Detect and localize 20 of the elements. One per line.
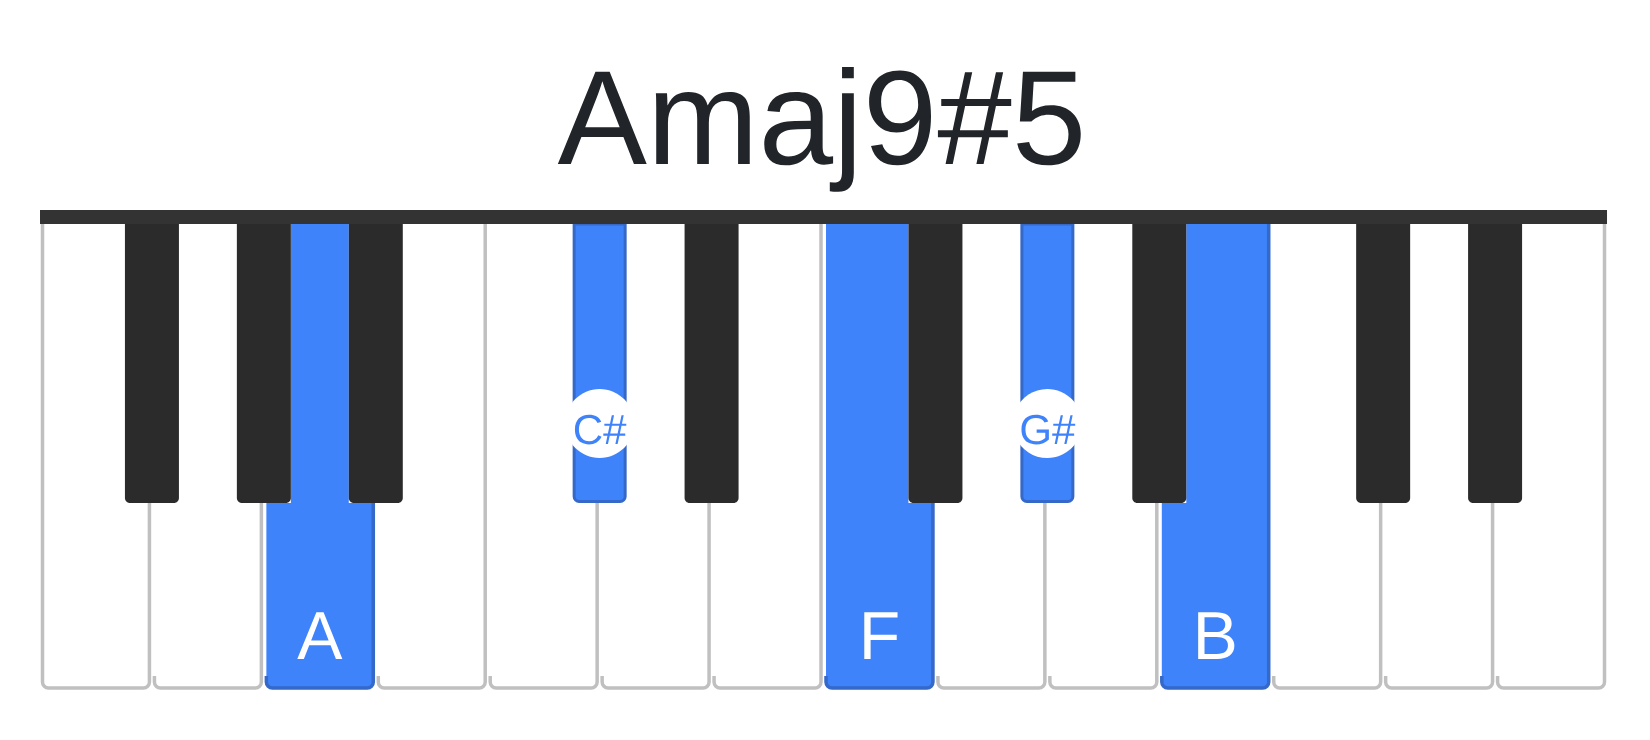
node-label: F (864, 612, 898, 660)
piano-key: A (264, 503, 376, 690)
note-badge: C# (565, 389, 635, 458)
note-badge: G# (1012, 389, 1082, 458)
piano-key (40, 503, 152, 690)
node-label: B (1198, 612, 1235, 660)
piano-key (1495, 503, 1607, 690)
piano-key: F (824, 503, 935, 690)
title: Amaj9#5 (557, 66, 1081, 192)
piano-key (712, 503, 823, 690)
piano-key (936, 503, 1047, 690)
piano-key (152, 503, 264, 690)
node-label: A (297, 612, 343, 660)
piano-key (1271, 503, 1383, 690)
piano-key: B (1160, 503, 1271, 690)
piano-key (1048, 503, 1159, 690)
piano-key (600, 503, 711, 690)
piano-key (488, 503, 599, 690)
piano-key (1383, 503, 1495, 690)
piano-key (376, 503, 487, 690)
